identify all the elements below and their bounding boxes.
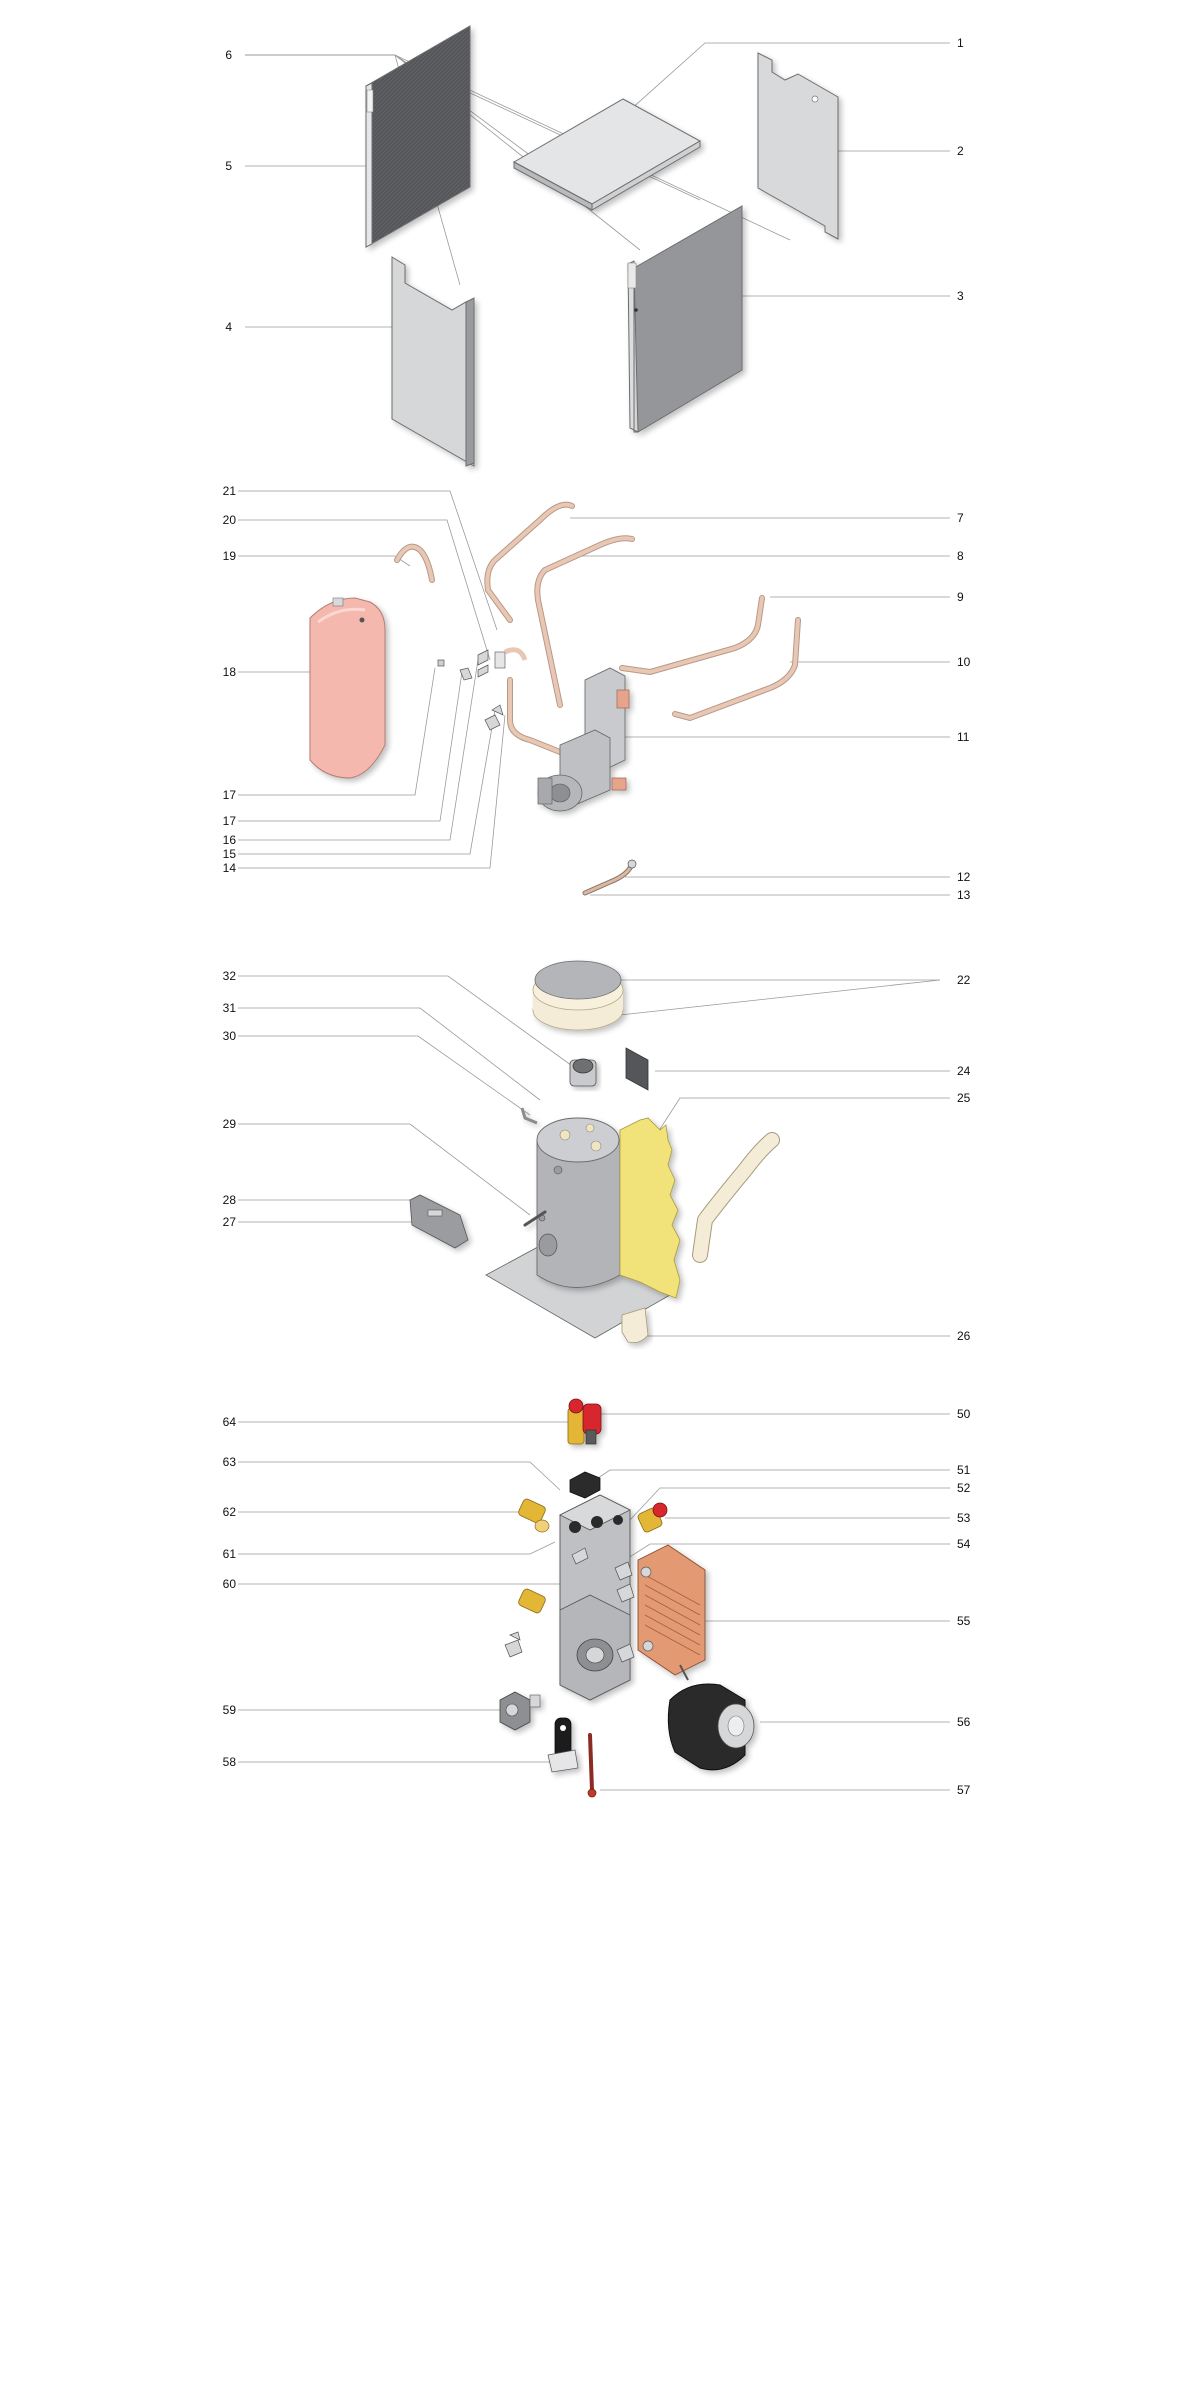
brass-fitting-left [518,1498,550,1533]
top-fitting [569,1058,597,1087]
label-7: 7 [957,511,964,525]
label-25: 25 [957,1091,971,1105]
label-50: 50 [957,1407,971,1421]
mounting-bracket [409,1194,469,1249]
expansion-vessel [309,597,386,779]
front-door-panel [627,205,743,433]
label-26: 26 [957,1329,971,1343]
label-29: 29 [223,1117,237,1131]
label-27: 27 [223,1215,237,1229]
label-24: 24 [957,1064,971,1078]
label-21: 21 [223,484,237,498]
label-18: 18 [223,665,237,679]
label-14: 14 [223,861,237,875]
label-13: 13 [957,888,971,902]
label-56: 56 [957,1715,971,1729]
flow-sensor [547,1717,579,1773]
label-30: 30 [223,1029,237,1043]
section-pipework: 21 20 19 18 17 17 16 15 14 7 8 9 10 11 1… [223,484,971,902]
label-62: 62 [223,1505,237,1519]
label-15: 15 [223,847,237,861]
retaining-clips [504,1547,635,1663]
label-63: 63 [223,1455,237,1469]
label-17a: 17 [223,788,237,802]
label-51: 51 [957,1463,971,1477]
pump-manifold [559,1494,631,1701]
side-panel-left [365,25,471,248]
label-32: 32 [223,969,237,983]
leader-lines-casing [245,42,950,328]
leader-lines-pipework [238,490,950,896]
label-59: 59 [223,1703,237,1717]
section-cylinder: 32 31 30 29 28 27 22 24 25 26 [223,960,971,1344]
safety-valve [567,1398,602,1445]
label-2: 2 [957,144,964,158]
top-cover [512,98,702,211]
label-6: 6 [225,48,232,62]
pipe-12 [582,859,637,896]
label-12: 12 [957,870,971,884]
brass-fitting-right [637,1502,668,1533]
plate-heat-exchanger [637,1544,706,1681]
label-9: 9 [957,590,964,604]
label-19: 19 [223,549,237,563]
pipe-9 [619,595,765,675]
label-53: 53 [957,1511,971,1525]
label-4: 4 [225,320,232,334]
air-vent-cap [569,1471,601,1499]
label-55: 55 [957,1614,971,1628]
circulator-pump [667,1683,755,1771]
clips-and-seals [437,647,528,731]
insulation-jacket [619,1117,681,1299]
label-16: 16 [223,833,237,847]
label-11: 11 [957,730,970,744]
pipe-8 [534,535,635,708]
label-58: 58 [223,1755,237,1769]
label-52: 52 [957,1481,971,1495]
label-10: 10 [957,655,971,669]
label-31: 31 [223,1001,237,1015]
cylinder-body [520,1107,621,1288]
label-1: 1 [957,36,964,50]
back-panel [757,52,839,240]
pipe-7 [484,501,575,623]
leader-lines-pump [238,1413,950,1791]
drain-cap [621,1307,649,1344]
section-casing: 6 5 4 1 2 3 [225,25,964,467]
temperature-probe [587,1733,597,1798]
brass-fitting-lower [518,1588,546,1614]
hydraulic-block [537,667,630,812]
label-22: 22 [957,973,971,987]
section-pump-assembly: 64 63 62 61 60 59 58 50 51 52 53 54 55 5… [223,1398,971,1798]
label-54: 54 [957,1537,971,1551]
pipe-10 [672,617,801,721]
label-8: 8 [957,549,964,563]
gasket-square [625,1047,649,1091]
label-17b: 17 [223,814,237,828]
label-20: 20 [223,513,237,527]
front-lower-panel [391,256,475,467]
label-61: 61 [223,1547,237,1561]
cylinder-lid [532,960,624,1031]
label-3: 3 [957,289,964,303]
leader-lines-cylinder [238,975,950,1337]
pressure-sensor [499,1691,541,1731]
label-28: 28 [223,1193,237,1207]
label-57: 57 [957,1783,971,1797]
label-60: 60 [223,1577,237,1591]
label-5: 5 [225,159,232,173]
label-64: 64 [223,1415,237,1429]
